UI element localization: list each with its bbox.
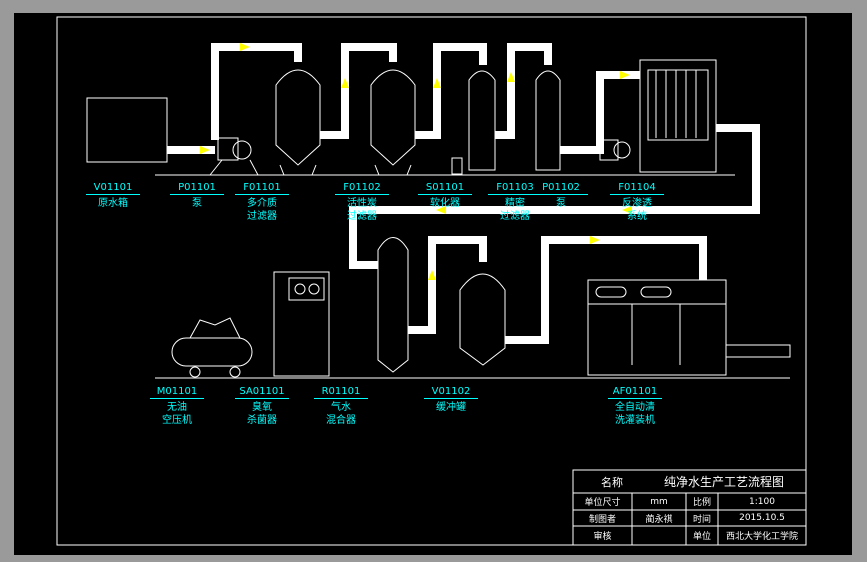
equipment-name: 活性炭 <box>347 198 377 209</box>
equipment-code: F01103 <box>488 181 542 195</box>
equipment-label: V01102 缓冲罐 <box>416 385 486 414</box>
equipment-name: 杀菌器 <box>247 415 277 426</box>
equipment-name: 混合器 <box>326 415 356 426</box>
equipment-name: 精密 <box>505 198 525 209</box>
equipment-code: F01104 <box>610 181 664 195</box>
equipment-name: 无油 <box>167 402 187 413</box>
equipment-label: SA01101 臭氧杀菌器 <box>227 385 297 427</box>
gas-water-mixer <box>377 237 409 373</box>
equipment-label: P01102 泵 <box>526 181 596 210</box>
equipment-code: M01101 <box>150 385 204 399</box>
equipment-code: S01101 <box>418 181 472 195</box>
equipment-label: AF01101 全自动清洗灌装机 <box>600 385 670 427</box>
pipes <box>167 43 760 344</box>
equipment-code: SA01101 <box>235 385 289 399</box>
equipment-name: 臭氧 <box>252 402 272 413</box>
org-value: 西北大学化工学院 <box>725 532 798 542</box>
equipment-label: V01101 原水箱 <box>78 181 148 210</box>
equipment-name: 多介质 <box>247 198 277 209</box>
equipment-name: 泵 <box>192 198 202 209</box>
equipment-label: F01103 精密过滤器 <box>480 181 550 223</box>
equipment-code: V01102 <box>424 385 478 399</box>
equipment-code: R01101 <box>314 385 368 399</box>
flow-arrows <box>200 43 632 280</box>
equipment-label: F01104 反渗透系统 <box>602 181 672 223</box>
drawing-canvas: V01101 原水箱 P01101 泵 F01101 多介质过滤器 F01102 活性炭过滤器… <box>14 13 852 555</box>
unit-size-label: 单位尺寸 <box>584 498 621 508</box>
equipment-name: 原水箱 <box>98 198 128 209</box>
equipment-name: 过滤器 <box>247 211 277 222</box>
pump-p01102 <box>599 139 631 161</box>
scale-label: 比例 <box>692 498 711 508</box>
org-label: 单位 <box>692 532 711 542</box>
equipment-code: F01101 <box>235 181 289 195</box>
equipment-label: S01101 软化器 <box>410 181 480 210</box>
ro-system <box>639 59 717 173</box>
equipment-name: 空压机 <box>162 415 192 426</box>
process-flow-diagram <box>56 16 807 546</box>
drawing-title: 纯净水生产工艺流程图 <box>663 475 784 489</box>
equipment-name: 缓冲罐 <box>436 402 466 413</box>
softener <box>451 70 496 175</box>
equipment-name: 反渗透 <box>622 198 652 209</box>
equipment-code: F01102 <box>335 181 389 195</box>
review-value <box>632 526 686 545</box>
carbon-filter <box>370 69 416 176</box>
equipment-name: 过滤器 <box>500 211 530 222</box>
equipment-name: 软化器 <box>430 198 460 209</box>
filling-machine <box>587 279 791 376</box>
equipment-name: 全自动清 <box>615 402 655 413</box>
air-compressor <box>171 317 253 378</box>
drawing-frame <box>56 16 807 546</box>
equipment-name: 泵 <box>556 198 566 209</box>
multimedia-filter <box>275 69 321 176</box>
equipment-label: F01102 活性炭过滤器 <box>327 181 397 223</box>
equipment-label: M01101 无油空压机 <box>142 385 212 427</box>
equipment-code: V01101 <box>86 181 140 195</box>
title-name-label: 名称 <box>601 475 623 489</box>
equipment-code: P01101 <box>170 181 224 195</box>
equipment-name: 气水 <box>331 402 351 413</box>
equipment-label: F01101 多介质过滤器 <box>227 181 297 223</box>
unit-size-value: mm <box>650 496 668 507</box>
equipment-code: P01102 <box>534 181 588 195</box>
precision-filter <box>535 70 561 171</box>
raw-water-tank <box>86 97 168 163</box>
equipment-label: R01101 气水混合器 <box>306 385 376 427</box>
date-label: 时间 <box>692 514 711 525</box>
review-label: 审核 <box>593 532 612 542</box>
pump-p01101 <box>209 137 259 176</box>
drawer-label: 制图者 <box>588 514 616 525</box>
equipment-code: AF01101 <box>608 385 662 399</box>
date-value: 2015.10.5 <box>739 513 785 523</box>
equipment-name: 洗灌装机 <box>615 415 655 426</box>
equipment-name: 过滤器 <box>347 211 377 222</box>
drawer-value: 蔺永祺 <box>645 514 673 525</box>
title-block-grid <box>572 469 807 546</box>
buffer-tank <box>459 273 506 366</box>
ozone-sterilizer <box>273 271 330 377</box>
scale-value: 1:100 <box>749 496 775 507</box>
equipment-label: P01101 泵 <box>162 181 232 210</box>
equipment-name: 系统 <box>627 211 647 222</box>
